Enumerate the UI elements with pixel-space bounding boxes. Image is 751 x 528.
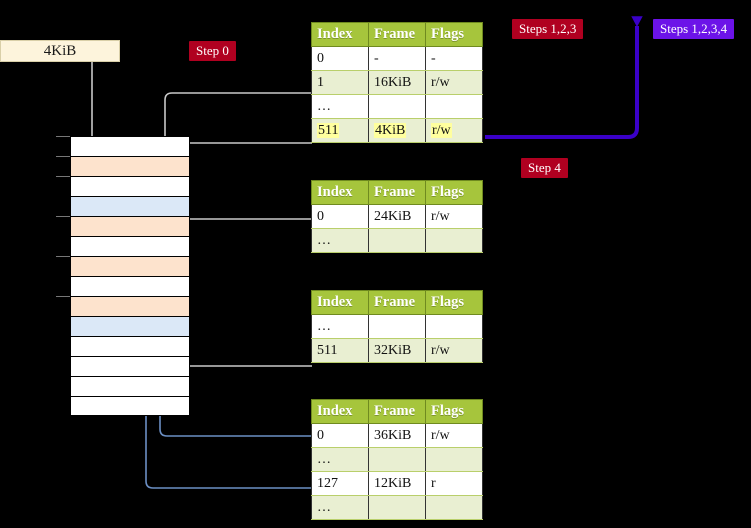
col-header-frame: Frame	[368, 180, 426, 205]
col-header-flags: Flags	[425, 290, 483, 315]
table-row: …	[311, 94, 483, 119]
cell-frame	[368, 228, 426, 253]
cell-frame: 12KiB	[368, 471, 426, 496]
cell-flags: -	[425, 46, 483, 71]
memory-frame-row	[70, 136, 190, 156]
col-header-flags: Flags	[425, 22, 483, 47]
memory-frame-row	[70, 156, 190, 176]
col-header-index: Index	[311, 180, 369, 205]
badge-step-4: Step 4	[521, 158, 568, 178]
memory-frame-row	[70, 216, 190, 236]
cell-frame	[368, 94, 426, 119]
table-row: …	[311, 495, 483, 520]
col-header-index: Index	[311, 399, 369, 424]
col-header-flags: Flags	[425, 180, 483, 205]
cell-frame	[368, 447, 426, 472]
cell-index: …	[311, 447, 369, 472]
memory-frame-row	[70, 296, 190, 316]
physical-memory-column	[56, 136, 190, 416]
cell-frame	[368, 314, 426, 339]
cell-index: …	[311, 94, 369, 119]
cell-flags: r/w	[425, 204, 483, 229]
wire-pml4-row511-to-memory	[175, 142, 312, 214]
table-row: …	[311, 228, 483, 253]
memory-frame-row	[70, 376, 190, 396]
memory-frame-row	[70, 196, 190, 216]
badge-steps-1234: Steps 1,2,3,4	[653, 19, 735, 39]
cell-frame: 32KiB	[368, 338, 426, 363]
cell-index: …	[311, 228, 369, 253]
col-header-frame: Frame	[368, 290, 426, 315]
cell-flags	[425, 228, 483, 253]
memory-frame-row	[70, 236, 190, 256]
col-header-flags: Flags	[425, 399, 483, 424]
cell-index: 127	[311, 471, 369, 496]
badge-steps-123: Steps 1,2,3	[512, 19, 584, 39]
memory-frame-row	[70, 336, 190, 356]
table-row: 0--	[311, 46, 483, 71]
cell-index: 1	[311, 70, 369, 95]
cell-flags	[425, 314, 483, 339]
col-header-index: Index	[311, 290, 369, 315]
cell-frame	[368, 495, 426, 520]
memory-frame-row	[70, 176, 190, 196]
memory-frame-row	[70, 396, 190, 416]
size-box-4kib: 4KiB	[0, 40, 120, 62]
col-header-index: Index	[311, 22, 369, 47]
wire-pd-row511-to-memory	[178, 308, 312, 367]
memory-frame-row	[70, 256, 190, 276]
cell-frame: -	[368, 46, 426, 71]
memory-tick-mark	[56, 136, 70, 137]
cell-index: …	[311, 495, 369, 520]
cell-flags: r	[425, 471, 483, 496]
wire-steps-bracket	[485, 16, 643, 139]
memory-tick-mark	[56, 216, 70, 217]
table-row: …	[311, 314, 483, 339]
memory-frame-row	[70, 356, 190, 376]
cell-flags: r/w	[425, 70, 483, 95]
memory-tick-mark	[56, 176, 70, 177]
cell-flags	[425, 94, 483, 119]
cell-index: 511	[311, 118, 369, 143]
badge-step-0: Step 0	[189, 41, 236, 61]
table-row: …	[311, 447, 483, 472]
col-header-frame: Frame	[368, 399, 426, 424]
memory-tick-mark	[56, 156, 70, 157]
cell-index: 0	[311, 46, 369, 71]
cell-frame: 16KiB	[368, 70, 426, 95]
memory-tick-mark	[56, 256, 70, 257]
cell-index: 0	[311, 204, 369, 229]
memory-frame-row	[70, 316, 190, 336]
cell-flags: r/w	[425, 423, 483, 448]
col-header-frame: Frame	[368, 22, 426, 47]
memory-tick-mark	[56, 296, 70, 297]
memory-frame-row	[70, 276, 190, 296]
cell-frame: 24KiB	[368, 204, 426, 229]
cell-flags: r/w	[425, 118, 483, 143]
cell-index: …	[311, 314, 369, 339]
cell-index: 0	[311, 423, 369, 448]
cell-frame: 4KiB	[368, 118, 426, 143]
cell-flags: r/w	[425, 338, 483, 363]
wire-pdpt-row0-to-memory	[175, 218, 312, 256]
cell-frame: 36KiB	[368, 423, 426, 448]
cell-flags	[425, 495, 483, 520]
cell-flags	[425, 447, 483, 472]
cell-index: 511	[311, 338, 369, 363]
